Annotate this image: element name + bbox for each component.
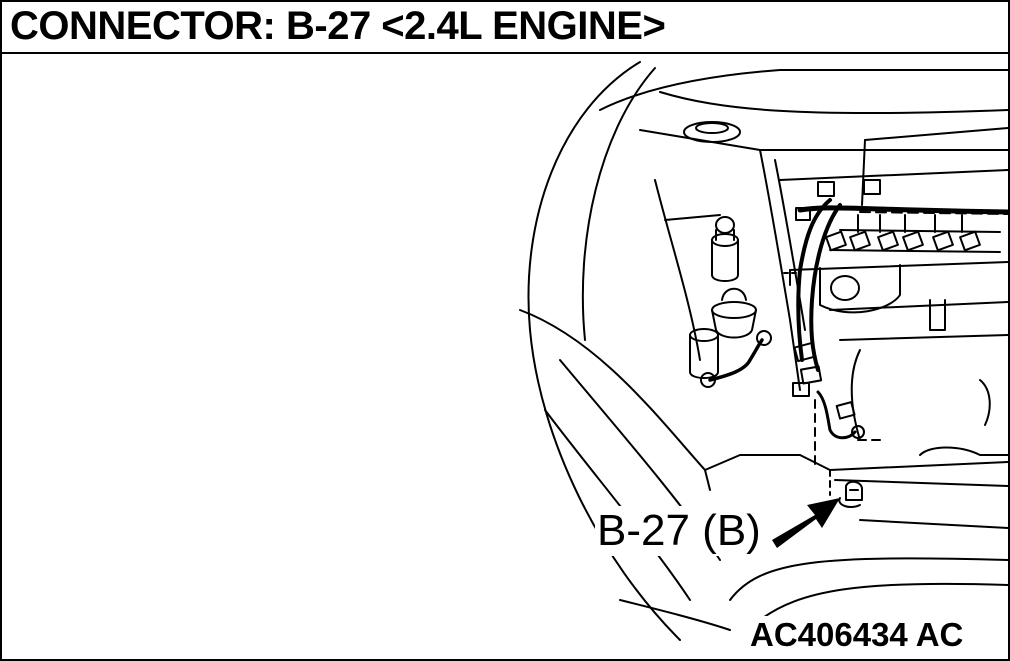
cowl-panel	[639, 91, 1009, 181]
injector-harness	[795, 179, 1010, 253]
target-connector-b27	[829, 469, 863, 508]
callout-arrow	[772, 498, 840, 548]
figure-id: AC406434 AC	[748, 616, 966, 654]
fender-outline	[527, 61, 1009, 641]
sensor-branch	[814, 390, 886, 471]
engine-block	[783, 127, 1009, 487]
title-divider	[0, 52, 1010, 54]
cup-component	[689, 287, 757, 379]
harness-connectors	[792, 341, 823, 397]
reservoir-bottle	[711, 216, 739, 282]
connector-callout-label: B-27 (B)	[595, 506, 763, 556]
ground-harness	[700, 330, 772, 388]
strut-structure	[654, 149, 806, 391]
figure-title: CONNECTOR: B-27 <2.4L ENGINE>	[10, 4, 666, 48]
lower-structure	[519, 309, 1009, 631]
